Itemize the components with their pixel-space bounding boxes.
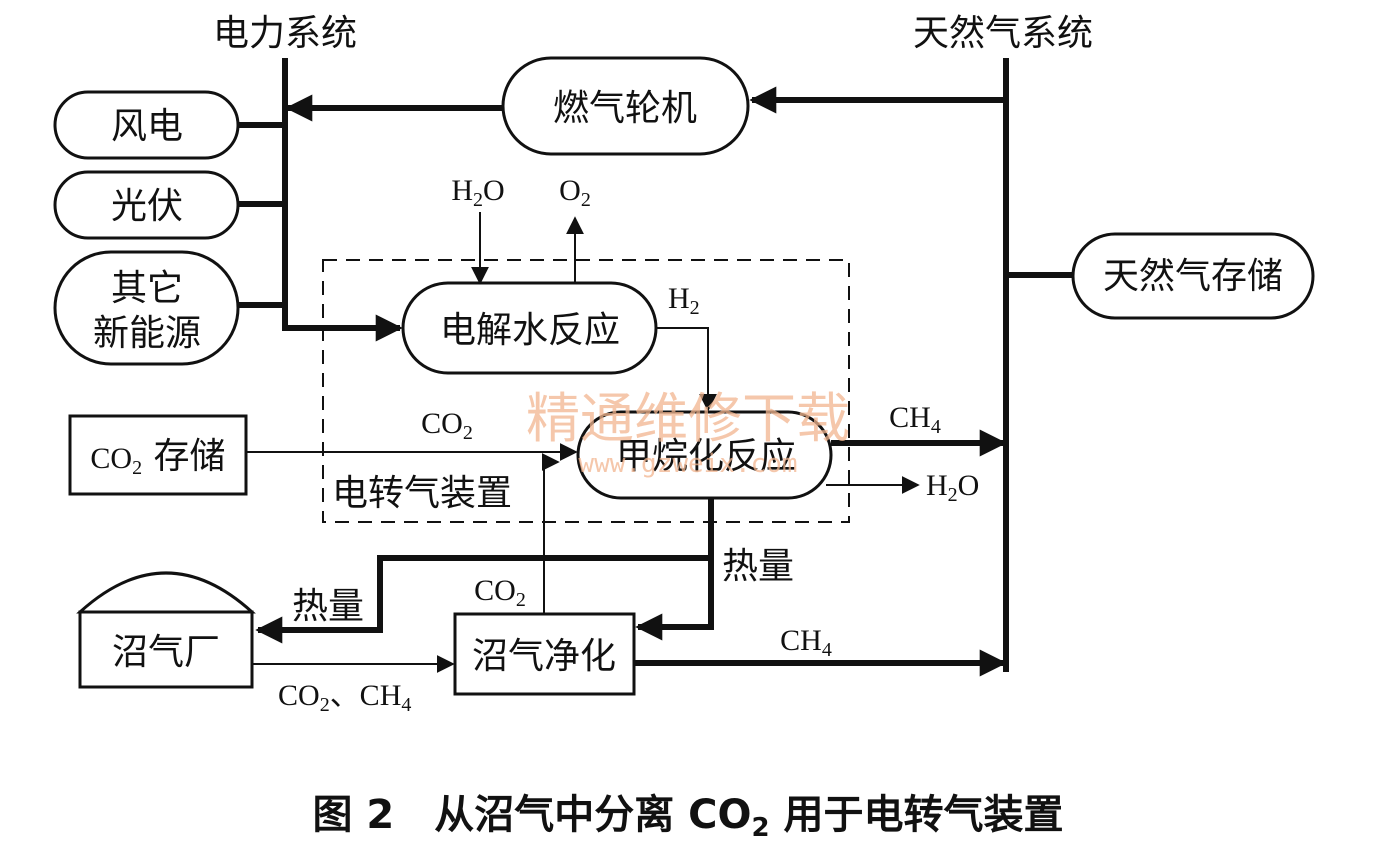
watermark-text: 精通维修下载 [526, 387, 850, 450]
svg-text:电解水反应: 电解水反应 [440, 310, 620, 351]
svg-text:其它: 其它 [111, 268, 183, 309]
methanation-node: 甲烷化反应 [576, 410, 833, 500]
wind-node: 风电 [53, 90, 240, 160]
p2g-device-frame [322, 259, 850, 523]
gas-system-title: 天然气系统 [913, 13, 1093, 54]
power-bus [282, 58, 403, 342]
svg-text:燃气轮机: 燃气轮机 [553, 88, 697, 129]
h2o-output-label: H2O [926, 469, 979, 506]
other-renewable-node: 其它 新能源 [53, 250, 240, 366]
watermark-url: www.gzweix.com [578, 449, 797, 479]
purifier-co2-arrow [541, 453, 560, 614]
svg-text:CO2 存储: CO2 存储 [90, 436, 225, 479]
co2-purifier-label: CO2 [474, 574, 526, 611]
heat-to-purifier-arrow [635, 498, 714, 641]
ch4-upper-label: CH4 [889, 401, 941, 438]
o2-output-label: O2 [559, 174, 591, 211]
pv-node: 光伏 [53, 170, 240, 240]
heat-to-biogas-plant-arrow [255, 555, 711, 644]
h2o-input-label: H2O [451, 174, 504, 211]
svg-text:风电: 风电 [111, 106, 183, 147]
gas-storage-node: 天然气存储 [1071, 232, 1315, 320]
h2-to-methanation-arrow [656, 327, 717, 412]
svg-text:沼气净化: 沼气净化 [472, 636, 616, 677]
gas-turbine-node: 燃气轮机 [501, 56, 750, 156]
figure-caption: 图 2 从沼气中分离 CO2 用于电转气装置 [312, 792, 1063, 843]
co2-ch4-label: CO2、CH4 [278, 679, 411, 716]
svg-text:甲烷化反应: 甲烷化反应 [616, 436, 796, 477]
p2g-device-label: 电转气装置 [332, 473, 512, 514]
svg-text:沼气厂: 沼气厂 [112, 632, 220, 673]
biogas-plant-node: 沼气厂 [76, 571, 256, 689]
co2-storage-node: CO2 存储 [68, 414, 248, 496]
co2-feed-label: CO2 [421, 407, 473, 444]
svg-text:光伏: 光伏 [111, 186, 183, 227]
power-system-title: 电力系统 [213, 13, 357, 54]
svg-text:天然气存储: 天然气存储 [1103, 256, 1283, 297]
heat-label-right: 热量 [722, 546, 794, 587]
biogas-purify-node: 沼气净化 [453, 612, 636, 696]
heat-label-left: 热量 [292, 586, 364, 627]
electrolysis-node: 电解水反应 [401, 281, 658, 375]
svg-text:新能源: 新能源 [93, 313, 201, 354]
h2-label: H2 [668, 282, 700, 319]
ch4-lower-label: CH4 [780, 624, 832, 661]
